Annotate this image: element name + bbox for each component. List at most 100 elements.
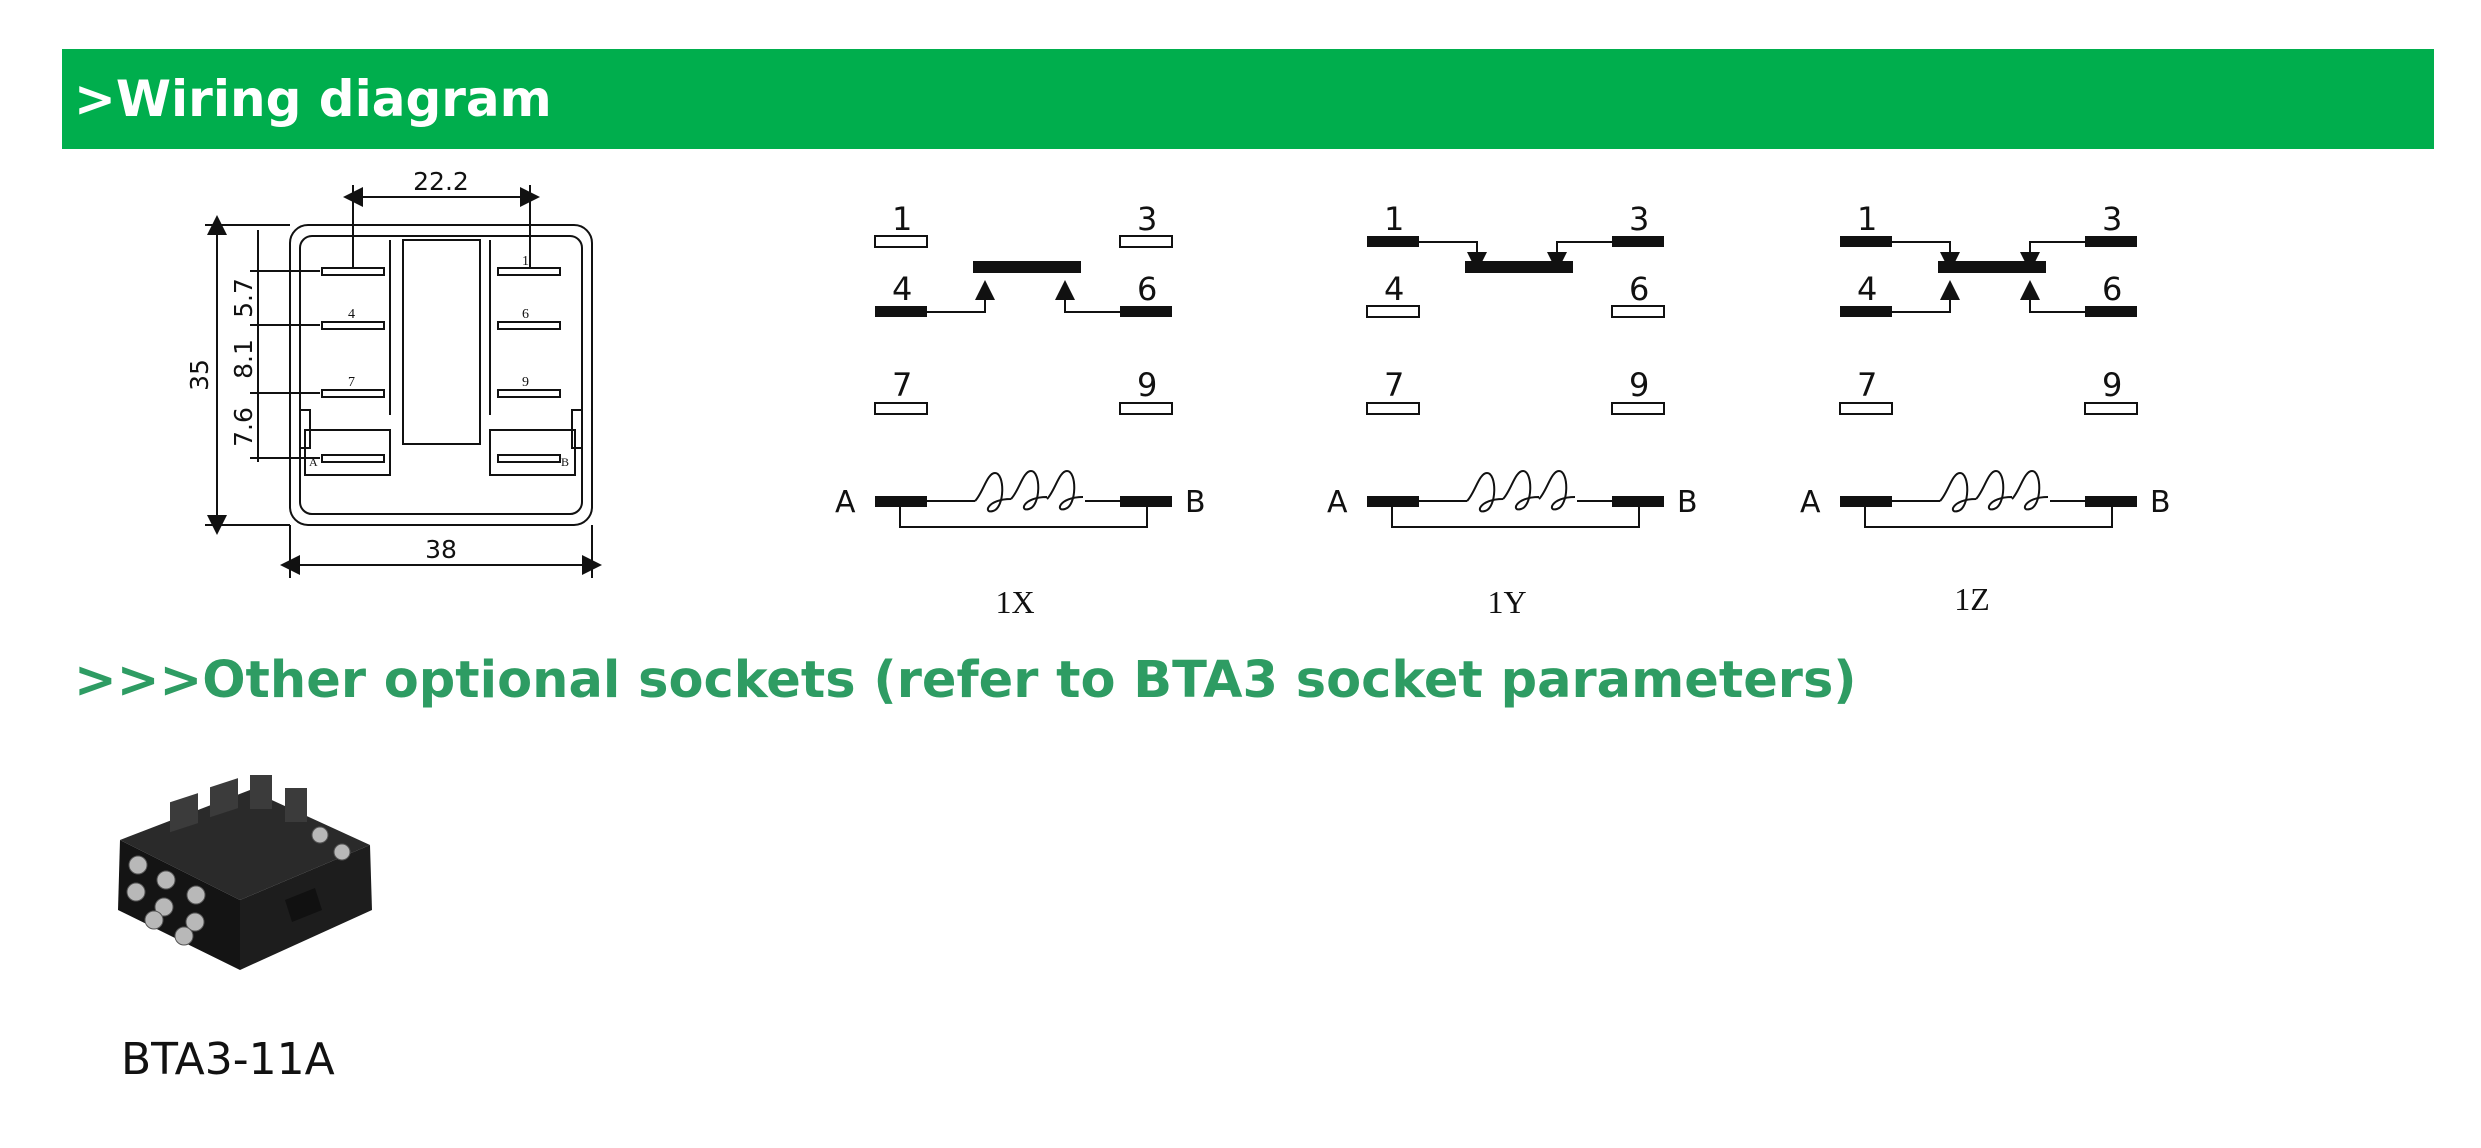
coil-terminal-a <box>1840 496 1892 507</box>
outline-mark-4: 4 <box>348 307 355 322</box>
dim-pitch-1: 5.7 <box>229 278 258 318</box>
outline-terminal-6 <box>497 321 561 330</box>
contact-9-open <box>1119 402 1173 415</box>
contact-4-open <box>1366 305 1420 318</box>
dim-bottom-width: 38 <box>425 535 457 564</box>
coil-terminal-b <box>1120 496 1172 507</box>
outline-terminal-4 <box>321 321 385 330</box>
dim-pitch-2: 8.1 <box>229 339 258 379</box>
coil-terminal-a <box>1367 496 1419 507</box>
outline-terminal-1 <box>321 267 385 276</box>
wire-6 <box>2020 280 2085 313</box>
outline-right-notch <box>571 409 583 449</box>
pin-label-3: 3 <box>1137 200 1157 238</box>
outline-mark-7: 7 <box>348 375 355 390</box>
pin-label-6: 6 <box>1629 270 1649 308</box>
contact-1-closed <box>1840 236 1892 247</box>
socket-bta3-11a-image[interactable] <box>100 760 385 985</box>
coil-wire <box>1864 500 2113 528</box>
contact-9-open <box>1611 402 1665 415</box>
coil-terminal-a <box>875 496 927 507</box>
wire-4 <box>927 280 995 313</box>
outline-inner-frame <box>299 235 583 515</box>
coil-terminal-b <box>1612 496 1664 507</box>
contact-1-open <box>874 235 928 248</box>
dim-height: 35 <box>185 359 214 391</box>
schematic-caption: 1Y <box>1487 584 1526 620</box>
pin-label-9: 9 <box>1137 366 1157 404</box>
contact-7-open <box>874 402 928 415</box>
wiring-diagram: 22.2 38 35 5.7 8.1 7.6 1 3 4 6 7 9 A B 1… <box>185 167 2171 620</box>
contact-3-open <box>1119 235 1173 248</box>
outline-terminal-a <box>321 454 385 463</box>
dim-pitch-3: 7.6 <box>229 407 258 447</box>
coil-wire <box>1391 500 1640 528</box>
coil-label-a: A <box>1327 485 1348 520</box>
coil-winding <box>1466 469 1576 513</box>
outline-left-cutout <box>304 429 391 476</box>
contact-4-closed <box>875 306 927 317</box>
wire-3 <box>1547 241 1612 272</box>
outline-right-cutout <box>489 429 576 476</box>
schematic-1z: 1 3 4 6 7 9 A B 1Z <box>1800 200 2171 617</box>
armature <box>1938 261 2046 273</box>
outline-mark-6: 6 <box>522 307 529 322</box>
outline-mark-1: 1 <box>522 254 529 269</box>
contact-1-closed <box>1367 236 1419 247</box>
wire-1 <box>1419 241 1487 272</box>
outline-left-notch <box>299 409 311 449</box>
dim-top-width: 22.2 <box>413 167 469 196</box>
pin-label-1: 1 <box>1857 200 1877 238</box>
sockets-section-title: >>>Other optional sockets (refer to BTA3… <box>74 651 1857 710</box>
wire-1 <box>1892 241 1960 272</box>
outline-mark-a: A <box>309 455 318 469</box>
pin-label-7: 7 <box>892 366 912 404</box>
wire-3 <box>2020 241 2085 272</box>
socket-outline-drawing <box>205 185 602 578</box>
coil-winding <box>1939 469 2049 513</box>
contact-4-closed <box>1840 306 1892 317</box>
coil-terminal-b <box>2085 496 2137 507</box>
contact-6-closed <box>1120 306 1172 317</box>
schematic-1x: 1 3 4 6 7 9 A B 1X <box>835 200 1206 620</box>
outline-mark-b: B <box>561 455 569 469</box>
pin-label-4: 4 <box>1857 270 1877 308</box>
contact-9-open <box>2084 402 2138 415</box>
pin-label-3: 3 <box>1629 200 1649 238</box>
coil-winding <box>974 469 1084 513</box>
contact-3-closed <box>1612 236 1664 247</box>
contact-6-closed <box>2085 306 2137 317</box>
pin-label-6: 6 <box>2102 270 2122 308</box>
outline-terminal-9 <box>497 389 561 398</box>
coil-label-b: B <box>2150 485 2171 520</box>
schematic-caption: 1X <box>995 584 1034 620</box>
schematic-caption: 1Z <box>1954 581 1990 617</box>
socket-model-label: BTA3-11A <box>121 1034 335 1085</box>
contact-3-closed <box>2085 236 2137 247</box>
pin-label-4: 4 <box>1384 270 1404 308</box>
pin-label-7: 7 <box>1857 366 1877 404</box>
header-banner: >Wiring diagram <box>62 49 2434 149</box>
schematic-1y: 1 3 4 6 7 9 A B 1Y <box>1327 200 1698 620</box>
wire-6 <box>1055 280 1120 313</box>
pin-label-9: 9 <box>1629 366 1649 404</box>
pin-label-1: 1 <box>1384 200 1404 238</box>
pin-label-4: 4 <box>892 270 912 308</box>
contact-7-open <box>1839 402 1893 415</box>
contact-6-open <box>1611 305 1665 318</box>
outline-mark-9: 9 <box>522 375 529 390</box>
outline-outer-frame <box>289 224 593 526</box>
coil-label-a: A <box>1800 485 1821 520</box>
page-title: >Wiring diagram <box>74 70 552 128</box>
wire-4 <box>1892 280 1960 313</box>
pin-label-6: 6 <box>1137 270 1157 308</box>
outline-center-slot <box>402 239 481 445</box>
armature <box>973 261 1081 273</box>
outline-terminal-b <box>497 454 561 463</box>
armature <box>1465 261 1573 273</box>
coil-label-b: B <box>1677 485 1698 520</box>
coil-wire <box>899 500 1148 528</box>
pin-label-7: 7 <box>1384 366 1404 404</box>
pin-label-9: 9 <box>2102 366 2122 404</box>
coil-label-a: A <box>835 485 856 520</box>
